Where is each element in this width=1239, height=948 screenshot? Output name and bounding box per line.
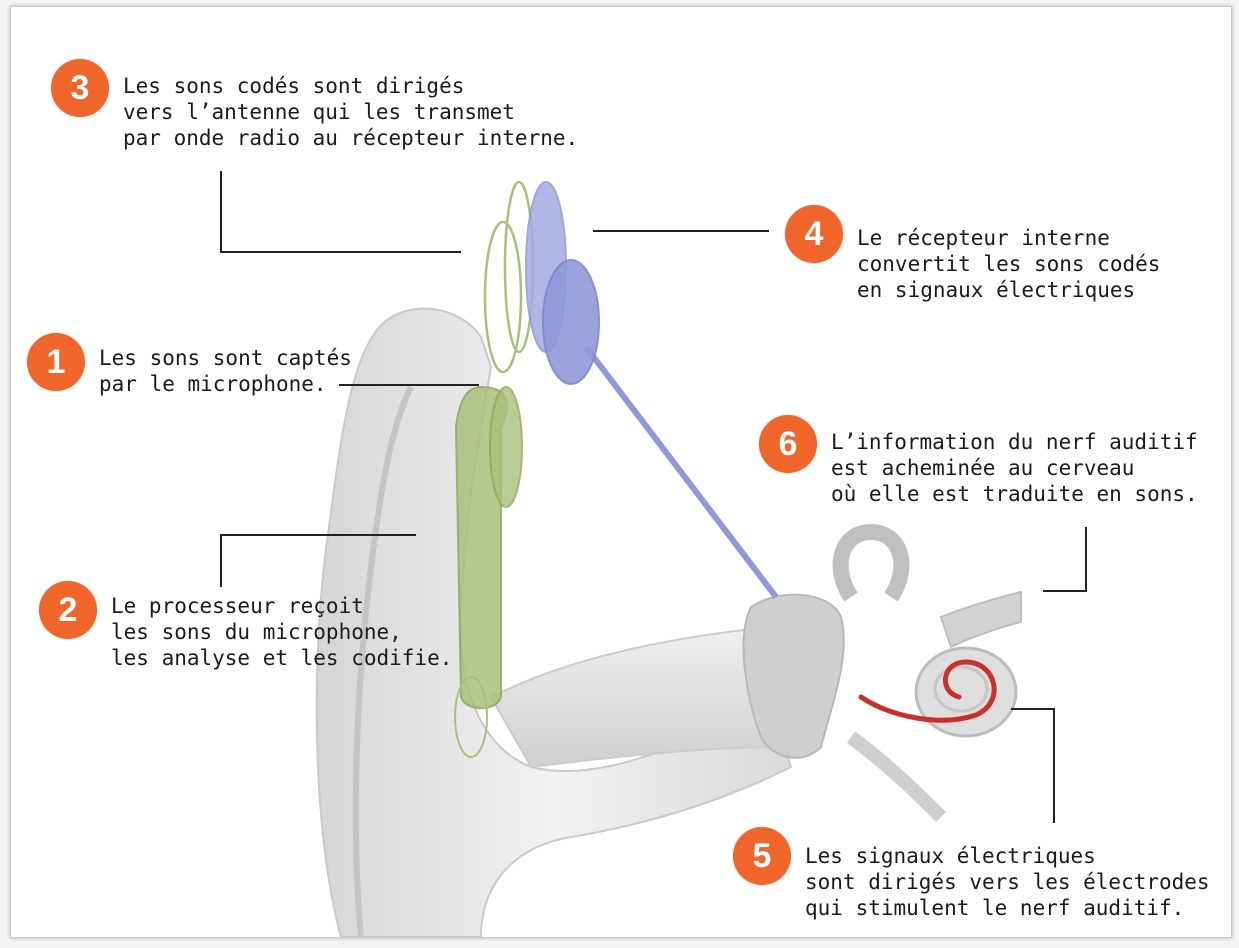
- caption-line: qui stimulent le nerf auditif.: [805, 895, 1210, 921]
- caption-line: les sons du microphone,: [111, 619, 452, 645]
- step-badge-5: 5: [733, 827, 791, 885]
- diagram-frame: 3 Les sons codés sont dirigés vers l’ant…: [10, 6, 1232, 938]
- step-1-caption: Les sons sont captés par le microphone.: [99, 345, 352, 397]
- leader-line-6: [1043, 527, 1086, 591]
- auditory-nerve: [941, 592, 1021, 647]
- caption-line: par le microphone.: [99, 371, 352, 397]
- eustachian-tube: [851, 737, 941, 817]
- semicircular-canals: [841, 532, 902, 597]
- receiver-body: [543, 260, 599, 384]
- caption-line: sont dirigés vers les électrodes: [805, 869, 1210, 895]
- caption-line: Les sons codés sont dirigés: [123, 73, 578, 99]
- step-badge-3: 3: [51, 59, 109, 117]
- caption-line: les analyse et les codifie.: [111, 645, 452, 671]
- caption-line: convertit les sons codés: [857, 251, 1160, 277]
- caption-line: Les sons sont captés: [99, 345, 352, 371]
- step-3-caption: Les sons codés sont dirigés vers l’anten…: [123, 73, 578, 151]
- caption-line: L’information du nerf auditif: [831, 429, 1198, 455]
- step-2-processor: 2 Le processeur reçoit les sons du micro…: [39, 581, 452, 671]
- caption-line: Le processeur reçoit: [111, 593, 452, 619]
- microphone: [490, 387, 522, 507]
- step-badge-1: 1: [27, 333, 85, 391]
- step-6-caption: L’information du nerf auditif est achemi…: [831, 429, 1198, 507]
- caption-line: est acheminée au cerveau: [831, 455, 1198, 481]
- caption-line: par onde radio au récepteur interne.: [123, 125, 578, 151]
- caption-line: Les signaux électriques: [805, 843, 1210, 869]
- leader-line-3: [221, 171, 461, 252]
- step-1-microphone: 1 Les sons sont captés par le microphone…: [27, 333, 352, 397]
- caption-line: où elle est traduite en sons.: [831, 481, 1198, 507]
- step-4-receiver: 4 Le récepteur interne convertit les son…: [785, 205, 1160, 303]
- step-2-caption: Le processeur reçoit les sons du microph…: [111, 593, 452, 671]
- step-5-electrodes: 5 Les signaux électriques sont dirigés v…: [733, 827, 1210, 921]
- step-badge-4: 4: [785, 205, 843, 263]
- caption-line: Le récepteur interne: [857, 225, 1160, 251]
- step-badge-2: 2: [39, 581, 97, 639]
- caption-line: en signaux électriques: [857, 277, 1160, 303]
- step-3-antenna: 3 Les sons codés sont dirigés vers l’ant…: [51, 59, 578, 151]
- step-5-caption: Les signaux électriques sont dirigés ver…: [805, 843, 1210, 921]
- step-4-caption: Le récepteur interne convertit les sons …: [857, 225, 1160, 303]
- step-6-brain: 6 L’information du nerf auditif est ache…: [759, 415, 1198, 507]
- step-badge-6: 6: [759, 415, 817, 473]
- caption-line: vers l’antenne qui les transmet: [123, 99, 578, 125]
- lead-wire: [586, 347, 776, 597]
- leader-line-5: [1011, 709, 1054, 823]
